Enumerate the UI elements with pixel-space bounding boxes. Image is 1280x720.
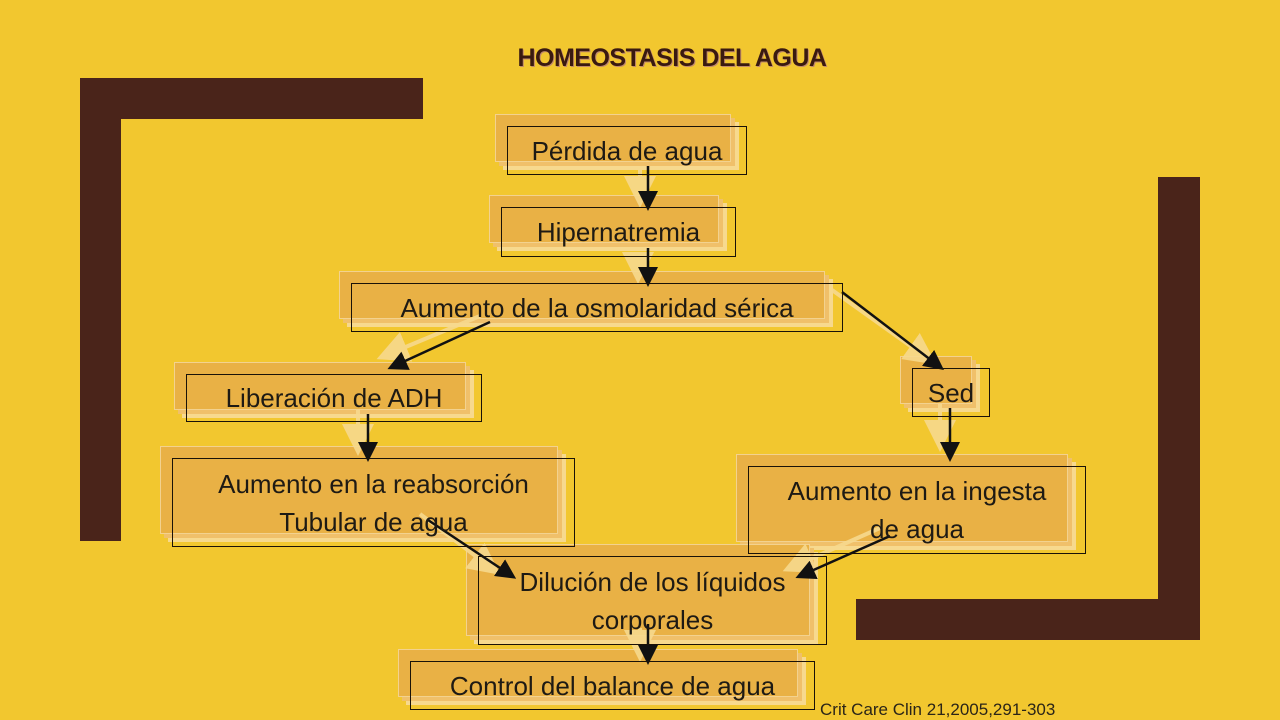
bracket-right-bottom <box>856 599 1200 640</box>
bracket-left-top <box>80 78 423 119</box>
bracket-left-side <box>80 78 121 541</box>
node-aumento-ingesta: Aumento en la ingesta de agua <box>748 466 1086 554</box>
node-perdida-de-agua: Pérdida de agua <box>507 126 747 175</box>
shadow-dilucion <box>466 544 810 636</box>
shadow-adh <box>174 362 466 410</box>
node-dilucion-liquidos: Dilución de los líquidos corporales <box>478 556 827 645</box>
shadow-ingesta <box>736 454 1068 542</box>
node-aumento-reabsorcion: Aumento en la reabsorción Tubular de agu… <box>172 458 575 547</box>
shadow-hipernatremia <box>489 195 719 243</box>
bracket-right-side <box>1158 177 1200 640</box>
node-hipernatremia: Hipernatremia <box>501 207 736 257</box>
slide-title: HOMEOSTASIS DEL AGUA <box>517 44 827 72</box>
node-aumento-osmolaridad: Aumento de la osmolaridad sérica <box>351 283 843 332</box>
node-sed: Sed <box>912 368 990 417</box>
shadow-perdida <box>495 114 731 162</box>
node-control-balance: Control del balance de agua <box>410 661 815 710</box>
citation: Crit Care Clin 21,2005,291-303 <box>820 700 1056 719</box>
shadow-control <box>398 649 798 697</box>
node-liberacion-adh: Liberación de ADH <box>186 374 482 422</box>
shadow-osmolaridad <box>339 271 825 319</box>
